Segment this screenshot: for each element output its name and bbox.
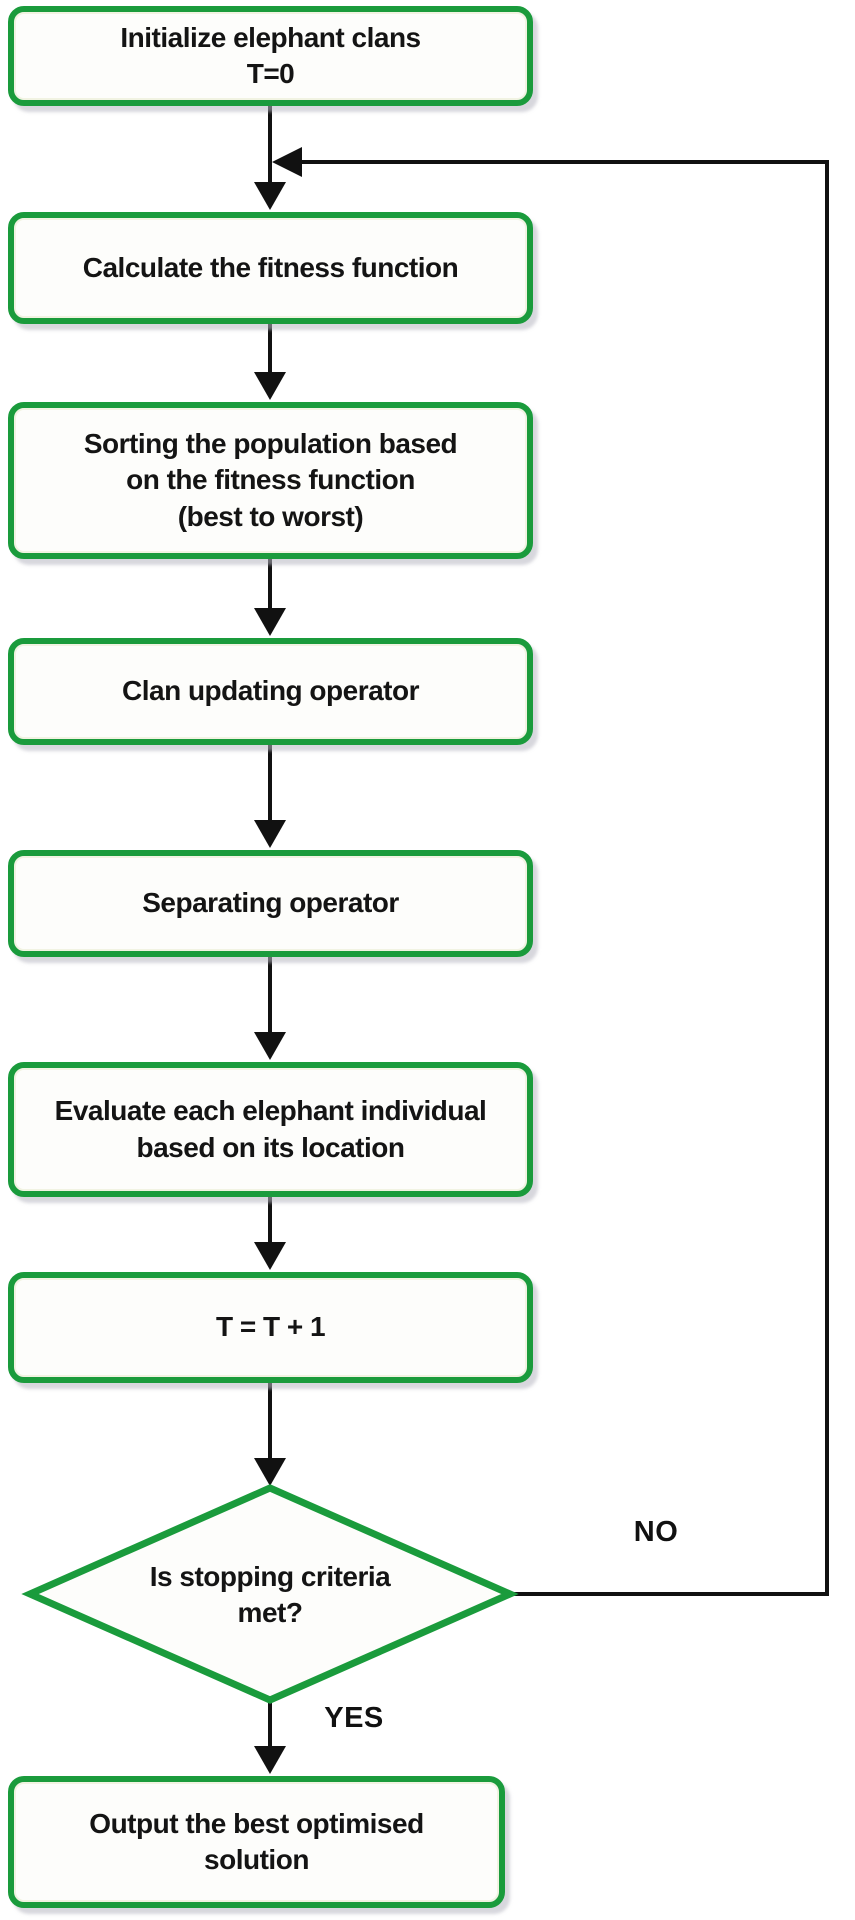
- arrowhead-init-calc: [254, 182, 286, 210]
- node-output-solution: Output the best optimised solution: [8, 1776, 505, 1908]
- arrowhead-clan-sep: [254, 820, 286, 848]
- arrowhead-eval-inc: [254, 1242, 286, 1270]
- node-separating: Separating operator: [8, 850, 533, 957]
- node-initialize-clans: Initialize elephant clans T=0: [8, 6, 533, 106]
- node-sort-population: Sorting the population based on the fitn…: [8, 402, 533, 559]
- node-clan-updating: Clan updating operator: [8, 638, 533, 745]
- edge-loop-no: [300, 160, 829, 1596]
- arrowhead-decision-output: [254, 1746, 286, 1774]
- arrowhead-sort-clan: [254, 608, 286, 636]
- arrowhead-inc-decision: [254, 1458, 286, 1486]
- node-evaluate-elephant: Evaluate each elephant individual based …: [8, 1062, 533, 1197]
- node-stopping-criteria: Is stopping criteria met?: [149, 1560, 391, 1628]
- arrowhead-loop-left: [272, 147, 302, 177]
- arrowhead-sep-eval: [254, 1032, 286, 1060]
- edge-label-yes: YES: [324, 1702, 384, 1734]
- decision-diamond-shape: [21, 1484, 519, 1704]
- arrowhead-calc-sort: [254, 372, 286, 400]
- node-increment-t: T = T + 1: [8, 1272, 533, 1383]
- edge-label-no: NO: [633, 1516, 679, 1548]
- node-calculate-fitness: Calculate the fitness function: [8, 212, 533, 324]
